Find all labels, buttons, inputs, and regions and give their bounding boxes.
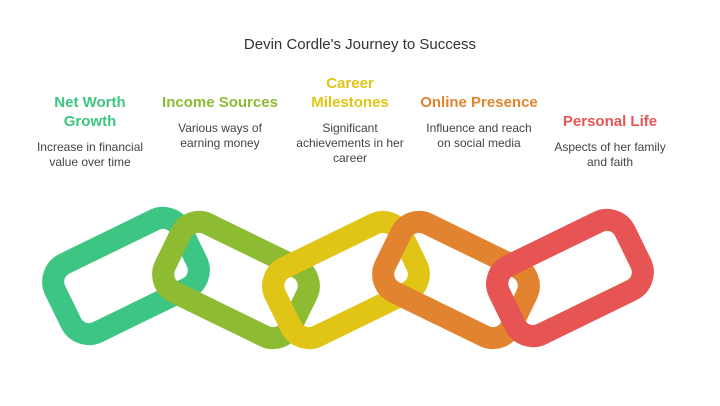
stage-heading: Online Presence: [420, 94, 538, 111]
stage-heading: Personal Life: [562, 113, 658, 130]
stage-heading: Income Sources: [162, 94, 278, 111]
chain-link-5-overlap: [486, 278, 550, 348]
stage-description: Increase in financial value over time: [36, 140, 144, 169]
chain-link-2: [152, 210, 320, 350]
chain-link-1: [42, 206, 210, 346]
stage-description: Influence and reach on social media: [426, 121, 532, 150]
stage-description: Various ways of earning money: [178, 121, 262, 150]
stage-description: Aspects of her family and faith: [554, 140, 666, 169]
stage-heading: Career Milestones: [311, 75, 389, 111]
chain-front-layer: [152, 278, 550, 350]
stage-career: Career Milestones Significant achievemen…: [289, 74, 411, 166]
stage-description: Significant achievements in her career: [296, 121, 404, 165]
stage-net-worth: Net Worth Growth Increase in financial v…: [29, 93, 151, 170]
stage-income: Income Sources Various ways of earning m…: [159, 93, 281, 151]
diagram-title: Devin Cordle's Journey to Success: [243, 36, 477, 53]
stage-heading: Net Worth Growth: [54, 94, 126, 130]
stage-personal: Personal Life Aspects of her family and …: [549, 112, 671, 170]
stage-online: Online Presence Influence and reach on s…: [418, 93, 540, 151]
chain-back-layer: [42, 206, 654, 350]
chain-link-3-overlap: [262, 280, 326, 350]
